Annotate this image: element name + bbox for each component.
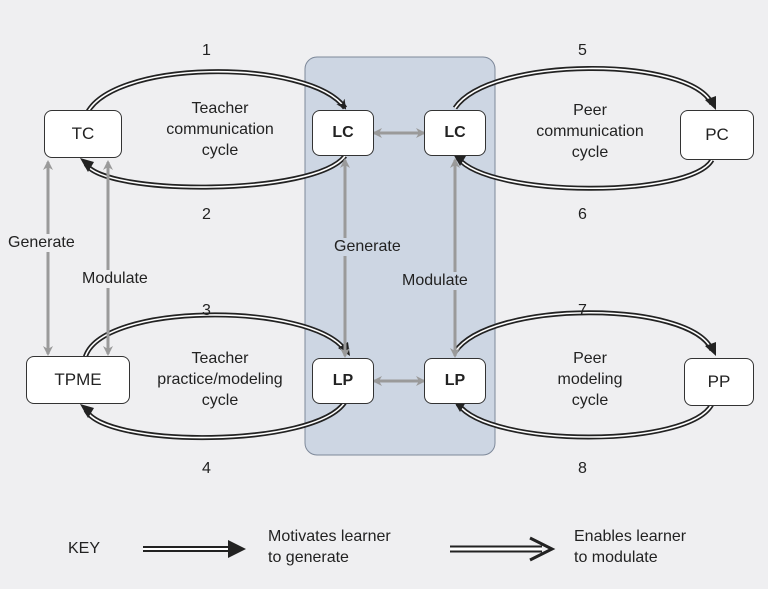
modulate-center-label: Modulate bbox=[400, 272, 470, 290]
peer-modeling-cycle-label: Peer modeling cycle bbox=[530, 348, 650, 411]
label-line: modeling bbox=[557, 371, 623, 388]
arrow-2-lc-to-tc bbox=[80, 154, 347, 190]
node-lp-right: LP bbox=[424, 358, 486, 404]
label-line: cycle bbox=[571, 392, 609, 409]
arrow-number-7: 7 bbox=[578, 302, 587, 319]
arrow-1-tc-to-lc bbox=[82, 69, 348, 119]
arrow-number-4: 4 bbox=[202, 460, 211, 477]
arrow-number-8: 8 bbox=[578, 460, 587, 477]
key-line: Motivates learner bbox=[268, 528, 391, 545]
key-generate-description: Motivates learner to generate bbox=[268, 526, 391, 568]
node-tpme: TPME bbox=[26, 356, 130, 404]
arrow-4-lp-to-tpme bbox=[80, 400, 348, 440]
key-line: to modulate bbox=[574, 549, 658, 566]
key-modulate-arrow bbox=[450, 536, 556, 562]
node-pp: PP bbox=[684, 358, 754, 406]
label-line: practice/modeling bbox=[157, 371, 283, 388]
teacher-communication-cycle-label: Teacher communication cycle bbox=[155, 98, 285, 161]
label-line: Peer bbox=[573, 350, 607, 367]
node-lc-right: LC bbox=[424, 110, 486, 156]
key-generate-arrow bbox=[143, 540, 246, 558]
key-modulate-description: Enables learner to modulate bbox=[574, 526, 686, 568]
label-line: Peer bbox=[573, 102, 607, 119]
arrow-number-1: 1 bbox=[202, 42, 211, 59]
learner-highlight-region bbox=[304, 56, 496, 456]
key-title: KEY bbox=[68, 540, 101, 557]
arrow-5-lc-to-pc bbox=[452, 66, 716, 110]
arrow-7-lp-to-pp bbox=[452, 310, 716, 356]
peer-communication-cycle-label: Peer communication cycle bbox=[525, 100, 655, 163]
arrow-number-2: 2 bbox=[202, 206, 211, 223]
node-lp-left: LP bbox=[312, 358, 374, 404]
arrow-number-5: 5 bbox=[578, 42, 587, 59]
modulate-left-label: Modulate bbox=[80, 270, 150, 288]
label-line: cycle bbox=[571, 144, 609, 161]
teacher-practice-cycle-label: Teacher practice/modeling cycle bbox=[150, 348, 290, 411]
key-line: to generate bbox=[268, 549, 349, 566]
generate-center-label: Generate bbox=[332, 238, 403, 256]
label-line: communication bbox=[166, 121, 274, 138]
label-line: cycle bbox=[201, 142, 239, 159]
label-line: communication bbox=[536, 123, 644, 140]
label-line: cycle bbox=[201, 392, 239, 409]
node-pc: PC bbox=[680, 110, 754, 160]
arrow-number-6: 6 bbox=[578, 206, 587, 223]
generate-left-label: Generate bbox=[6, 234, 77, 252]
key-line: Enables learner bbox=[574, 528, 687, 545]
node-tc: TC bbox=[44, 110, 122, 158]
node-lc-left: LC bbox=[312, 110, 374, 156]
label-line: Teacher bbox=[191, 100, 249, 117]
label-line: Teacher bbox=[191, 350, 249, 367]
arrow-number-3: 3 bbox=[202, 302, 211, 319]
